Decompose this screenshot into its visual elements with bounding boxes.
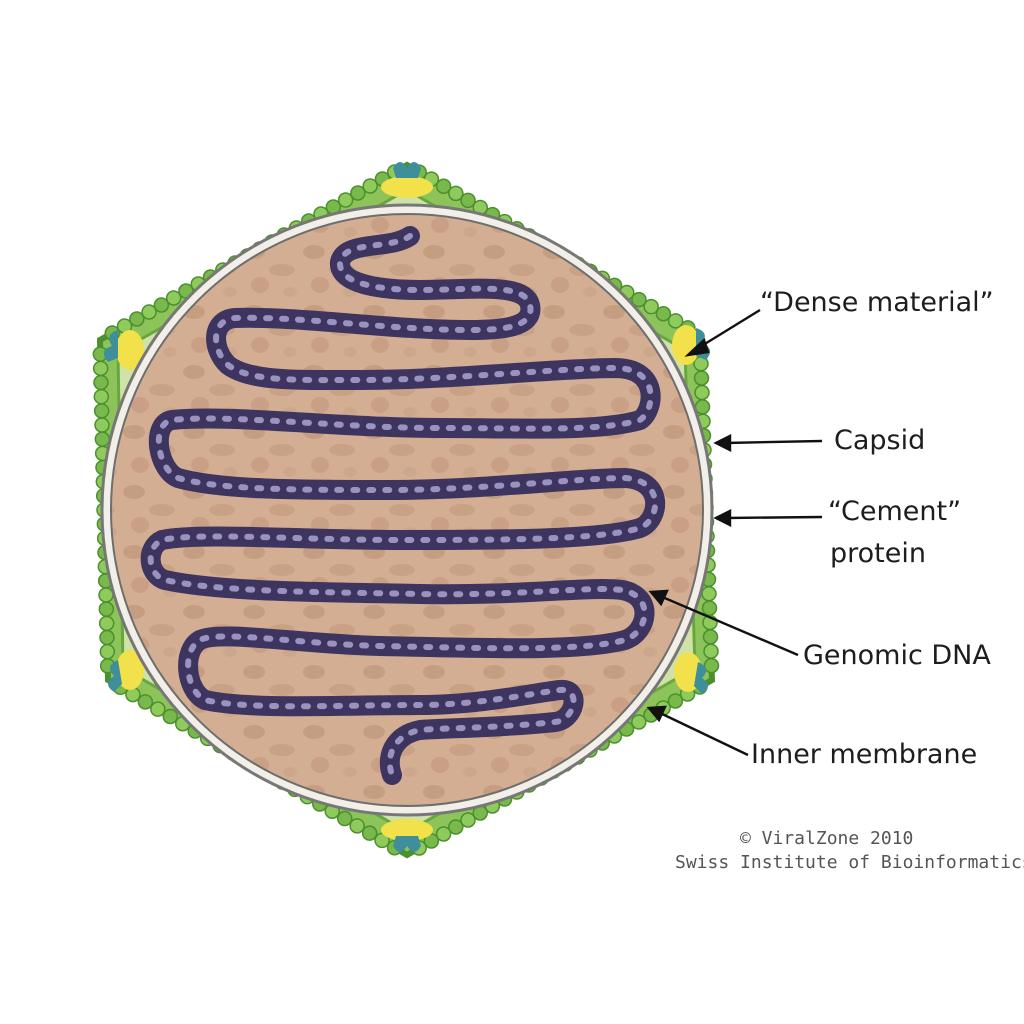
label-dense-material: “Dense material” — [760, 287, 994, 318]
label-inner-membrane: Inner membrane — [751, 739, 978, 770]
core — [110, 213, 704, 807]
leader-lines — [646, 308, 823, 757]
credit-line1: © ViralZone 2010 — [740, 828, 914, 849]
genomic-dna-strand — [140, 226, 666, 785]
label-cement-line2: protein — [830, 538, 926, 569]
label-genomic-dna: Genomic DNA — [803, 640, 991, 671]
label-cement-line1: “Cement” — [828, 496, 962, 527]
credit-line2: Swiss Institute of Bioinformatics — [675, 852, 1024, 873]
label-capsid: Capsid — [834, 425, 926, 456]
